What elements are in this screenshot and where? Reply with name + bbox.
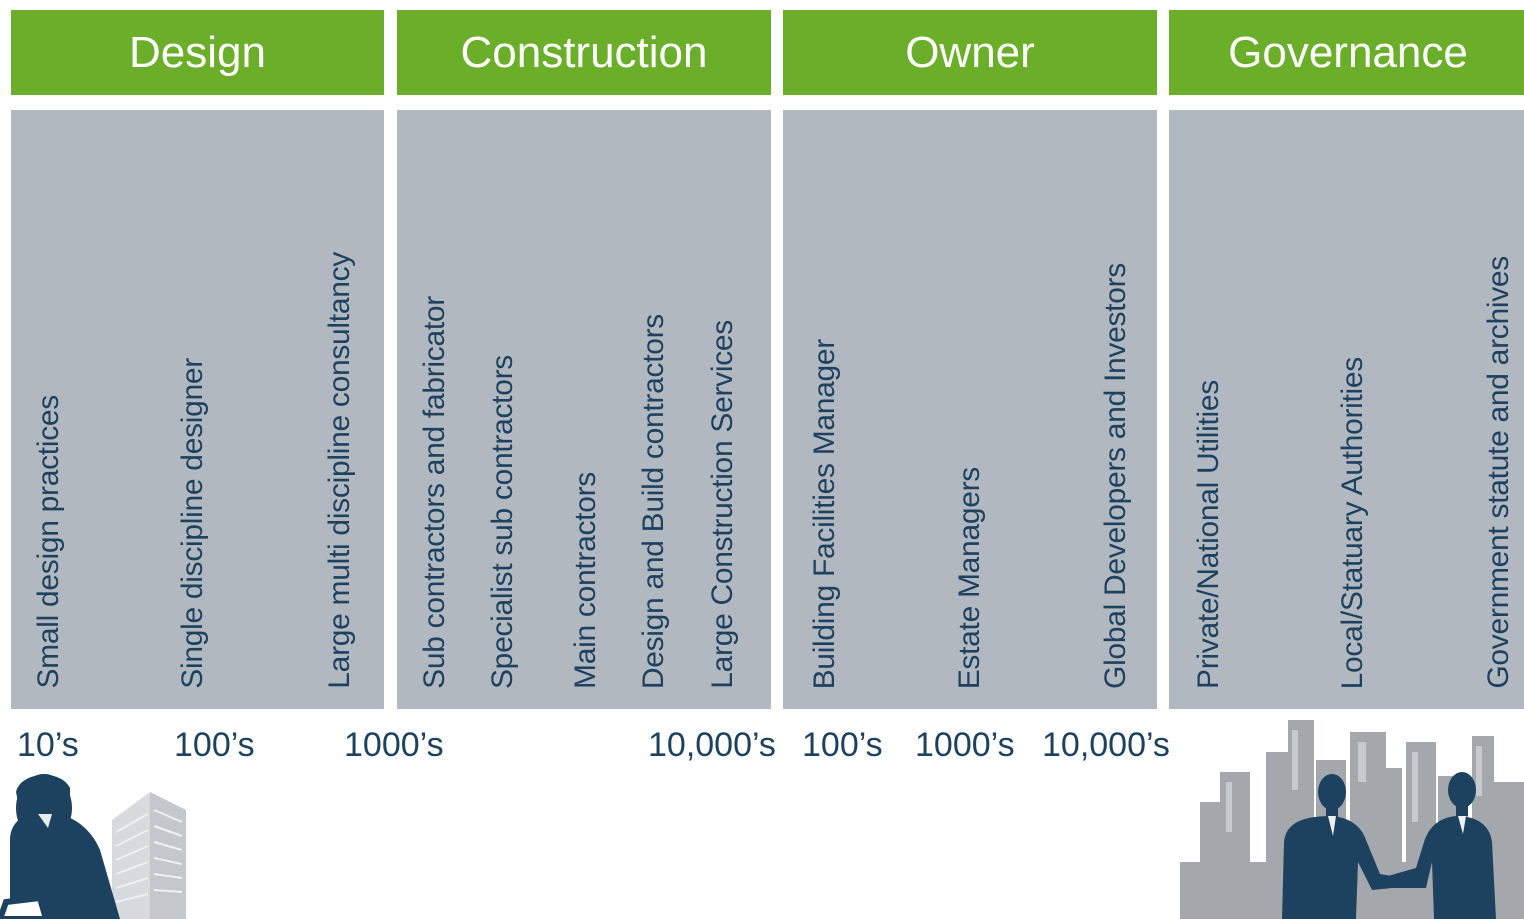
- panel-owner: Building Facilities Manager Estate Manag…: [783, 110, 1157, 709]
- governance-item: Private/National Utilities: [1192, 380, 1225, 689]
- scale-label: 1000’s: [915, 726, 1015, 764]
- governance-item: Government statute and archives: [1482, 256, 1515, 689]
- building-silhouette-icon: [112, 792, 186, 919]
- header-construction: Construction: [397, 10, 771, 95]
- panel-construction: Sub contractors and fabricator Specialis…: [397, 110, 771, 709]
- construction-item: Large Construction Services: [706, 320, 739, 689]
- owner-item: Global Developers and Investors: [1099, 263, 1132, 689]
- scale-label: 1000’s: [344, 726, 444, 764]
- owner-item: Estate Managers: [953, 466, 986, 689]
- header-design: Design: [11, 10, 384, 95]
- construction-item: Specialist sub contractors: [486, 354, 519, 689]
- construction-item: Sub contractors and fabricator: [418, 296, 451, 689]
- panel-governance: Private/National Utilities Local/Statuar…: [1169, 110, 1524, 709]
- header-governance: Governance: [1169, 10, 1524, 95]
- design-item: Single discipline designer: [176, 358, 209, 689]
- scale-label: 10,000’s: [1042, 726, 1170, 764]
- construction-item: Design and Build contractors: [637, 313, 670, 689]
- scale-label: 100’s: [174, 726, 255, 764]
- owner-item: Building Facilities Manager: [808, 338, 841, 689]
- governance-item: Local/Statuary Authorities: [1336, 356, 1369, 689]
- handshake-silhouette-icon: [1282, 772, 1496, 919]
- panel-design: Small design practices Single discipline…: [11, 110, 384, 709]
- design-item: Small design practices: [32, 395, 65, 689]
- construction-item: Main contractors: [569, 472, 602, 689]
- scale-label: 10’s: [17, 726, 79, 764]
- businessman-silhouette-icon: [0, 774, 120, 919]
- scale-label: 100’s: [802, 726, 883, 764]
- design-item: Large multi discipline consultancy: [323, 252, 356, 689]
- handshake-illustration: [1180, 720, 1524, 919]
- scale-label: 10,000’s: [648, 726, 776, 764]
- header-owner: Owner: [783, 10, 1157, 95]
- businessman-illustration: [0, 774, 186, 919]
